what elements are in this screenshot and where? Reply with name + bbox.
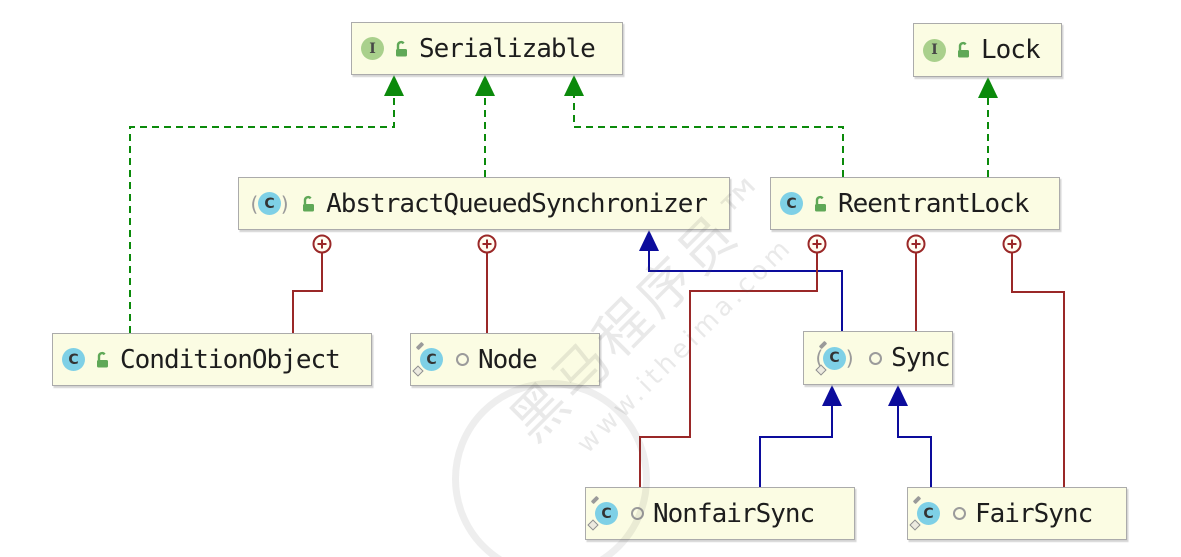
package-private-icon: [869, 351, 883, 365]
class-name-label: Serializable: [419, 33, 596, 64]
public-lock-icon: [955, 41, 972, 59]
class-icon: C: [62, 348, 85, 371]
package-private-icon: [631, 507, 644, 520]
edge-implements-reentrantlock-to-serializable: [564, 75, 844, 177]
interface-icon: I: [923, 38, 946, 62]
package-private-icon: [953, 507, 966, 520]
public-lock-icon: [812, 195, 829, 213]
edge-implements-conditionobject-to-serializable: [129, 75, 404, 333]
edge-extends-fairsync-to-sync: [888, 385, 932, 487]
class-name-label: Sync: [891, 343, 951, 373]
class-name-label: Lock: [981, 35, 1041, 65]
edge-implements-reentrantlock-to-lock: [978, 77, 998, 177]
edge-extends-nonfairsync-to-sync: [759, 385, 842, 487]
class-node-fairsync[interactable]: C FairSync: [907, 487, 1127, 540]
class-icon: C: [780, 192, 803, 215]
edge-extends-sync-to-aqs: [639, 230, 843, 331]
abstract-class-icon: C: [248, 192, 291, 216]
class-node-reentrantlock[interactable]: C ReentrantLock: [770, 177, 1060, 230]
inheritance-arrowhead: [384, 75, 404, 96]
inheritance-arrowhead: [564, 75, 584, 96]
inheritance-arrowhead: [475, 75, 495, 96]
edge-inner-aqs-to-node: [477, 234, 497, 333]
static-class-icon: C: [917, 502, 940, 525]
class-name-label: ConditionObject: [120, 344, 341, 375]
public-lock-icon: [393, 40, 410, 58]
class-name-label: FairSync: [975, 498, 1093, 529]
edge-inner-reentrantlock-to-nonfairsync: [639, 234, 827, 487]
inheritance-arrowhead: [822, 385, 842, 406]
edge-inner-reentrantlock-to-sync: [906, 234, 926, 331]
interface-icon: I: [361, 37, 384, 60]
class-name-label: Node: [478, 344, 538, 375]
class-node-conditionobject[interactable]: C ConditionObject: [52, 333, 372, 386]
inheritance-arrowhead: [978, 77, 998, 98]
class-node-nonfairsync[interactable]: C NonfairSync: [585, 487, 855, 540]
edge-inner-aqs-to-conditionobject: [292, 234, 332, 333]
edge-implements-aqs-to-serializable: [475, 75, 495, 177]
class-node-abstractqueuedsynchronizer[interactable]: C AbstractQueuedSynchronizer: [238, 177, 730, 230]
public-lock-icon: [300, 195, 317, 213]
class-name-label: ReentrantLock: [838, 188, 1029, 219]
package-private-icon: [456, 353, 469, 366]
public-lock-icon: [94, 351, 111, 369]
class-name-label: NonfairSync: [653, 498, 815, 529]
static-class-icon: C: [420, 348, 443, 371]
abstract-static-class-icon: C: [813, 346, 856, 370]
class-node-node[interactable]: C Node: [410, 333, 600, 386]
class-node-sync[interactable]: C Sync: [803, 331, 953, 385]
inheritance-arrowhead: [639, 230, 659, 251]
static-class-icon: C: [595, 502, 618, 525]
class-name-label: AbstractQueuedSynchronizer: [326, 188, 708, 219]
inheritance-arrowhead: [888, 385, 908, 406]
class-node-lock[interactable]: I Lock: [913, 23, 1062, 77]
class-node-serializable[interactable]: I Serializable: [351, 22, 623, 75]
edge-inner-reentrantlock-to-fairsync: [1002, 234, 1065, 487]
